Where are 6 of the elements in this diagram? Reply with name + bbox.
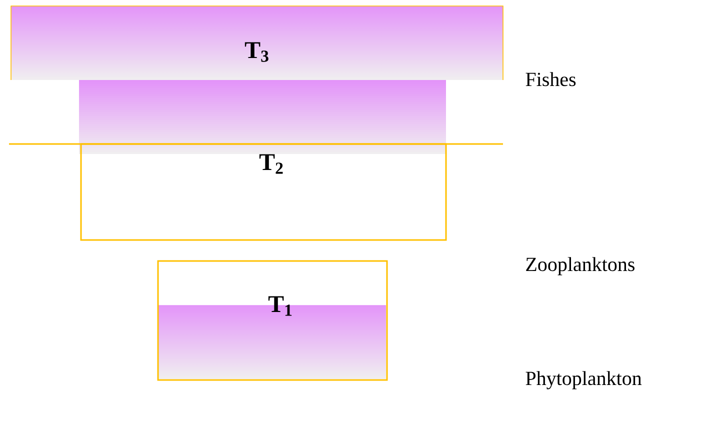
level-label: Zooplanktons bbox=[526, 257, 634, 276]
level-label: Phytoplankton bbox=[526, 371, 642, 390]
level-box: T$_{2}$ bbox=[80, 143, 447, 241]
level-box: T$_{1}$ bbox=[157, 260, 388, 381]
level-label: Fishes bbox=[526, 72, 576, 86]
level-box: T$_{3}$ bbox=[10, 6, 504, 80]
